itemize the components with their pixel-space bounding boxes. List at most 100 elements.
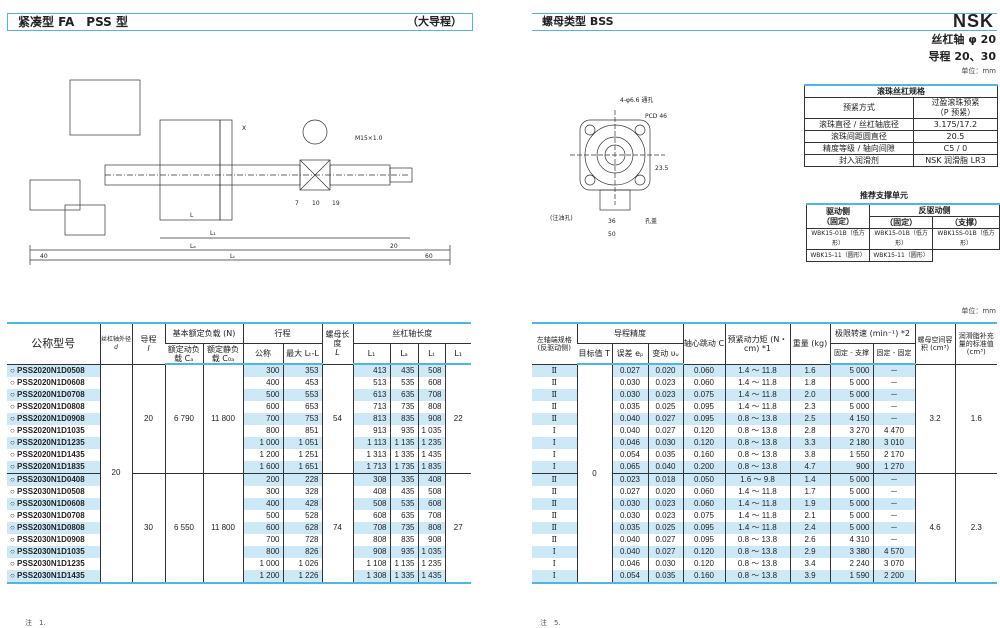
spec-row: 预紧方式过盈滚珠预紧 （P 预紧）	[804, 97, 999, 119]
stroke-max: 753	[282, 413, 322, 425]
runout: 0.050	[682, 473, 725, 486]
runout: 0.095	[682, 401, 725, 413]
preload-torque: 1.4 ～ 11.8	[724, 389, 790, 401]
length-la: 535	[389, 498, 418, 510]
length-lb: 1 835	[417, 461, 445, 474]
spec-label: 封入润滑剂	[804, 154, 914, 167]
spec-value: 3.175/17.2	[912, 118, 999, 131]
stroke-nominal: 1 200	[242, 449, 283, 461]
stroke-nominal: 500	[242, 389, 283, 401]
runout: 0.075	[682, 389, 725, 401]
speed-fixed-support: 2 180	[829, 437, 873, 449]
speed-fixed-fixed: 1 270	[872, 461, 915, 474]
speed-fixed-fixed: －	[872, 413, 915, 425]
support-unit-cell: WBK15-01B（低方形）	[869, 228, 934, 250]
left-shaft-spec: Ⅱ	[551, 535, 557, 544]
left-shaft-spec: Ⅱ	[551, 378, 557, 387]
col-nut-label: 螺母长度	[325, 330, 350, 349]
stroke-max: 628	[282, 522, 322, 534]
length-la: 1 335	[389, 570, 418, 583]
left-shaft-spec: Ⅰ	[532, 570, 577, 583]
nut-type-title-bar: 螺母类型 BSS	[532, 13, 997, 31]
speed-fixed-fixed: －	[872, 389, 915, 401]
shaft-diameter: 丝杠轴 φ 20	[931, 33, 996, 46]
length-l1: 708	[352, 522, 390, 534]
drive-side: 驱动侧（固定）	[805, 203, 871, 229]
lead-variation: 0.023	[647, 389, 683, 401]
runout: 0.120	[682, 437, 725, 449]
col-err: 误差 eₚ	[611, 343, 648, 365]
speed-fixed-support: 900	[829, 461, 873, 474]
runout: 0.060	[682, 498, 725, 510]
length-la: 435	[389, 364, 418, 377]
col-target: 目标值 T	[577, 343, 612, 365]
stroke-nominal: 800	[242, 546, 283, 558]
model-number: ○ PSS2030N1D0908	[10, 535, 85, 544]
length-lb: 908	[417, 413, 445, 425]
stroke-max: 553	[282, 389, 322, 401]
lead-error: 0.065	[611, 461, 648, 474]
col-speed: 极限转速 (min⁻¹) *2	[829, 323, 915, 344]
length-lb: 908	[417, 534, 445, 546]
length-lb: 1 235	[417, 437, 445, 449]
preload-torque: 0.8 ～ 13.8	[724, 425, 790, 437]
model-number: ○ PSS2020N1D0808	[10, 402, 85, 411]
left-shaft-spec: Ⅱ	[532, 473, 577, 486]
stroke-max: 1 051	[282, 437, 322, 449]
col-ca: 额定动负载 Cₐ	[165, 343, 203, 365]
nut-type-title: 螺母类型 BSS	[542, 15, 614, 28]
preload-torque: 1.4 ～ 11.8	[724, 486, 790, 498]
lead-variation: 0.040	[647, 461, 683, 474]
speed-fixed-fixed: －	[872, 498, 915, 510]
stroke-nominal: 600	[242, 522, 283, 534]
weight: 3.8	[789, 449, 830, 461]
weight: 2.0	[789, 389, 830, 401]
lead-variation: 0.030	[647, 558, 683, 570]
stroke-max: 353	[282, 364, 322, 377]
length-lb: 508	[417, 486, 445, 498]
unit-label-2: 单位：mm	[961, 307, 996, 315]
preload-torque: 0.8 ～ 13.8	[724, 437, 790, 449]
lead-error: 0.040	[611, 425, 648, 437]
model-number: ○ PSS2030N1D1235	[10, 559, 85, 568]
dynamic-load-cell: 6 550	[164, 473, 203, 583]
speed-fixed-support: 3 270	[829, 425, 873, 437]
preload-torque: 1.4 ～ 11.8	[724, 401, 790, 413]
speed-fixed-fixed: －	[872, 522, 915, 534]
left-shaft-spec: Ⅱ	[532, 389, 577, 401]
runout: 0.120	[682, 558, 725, 570]
runout: 0.060	[682, 486, 725, 498]
stroke-nominal: 300	[242, 486, 283, 498]
left-shaft-spec: Ⅱ	[532, 413, 577, 425]
length-l1: 308	[352, 473, 390, 486]
drive-side-label: 驱动侧	[826, 206, 851, 216]
speed-fixed-support: 5 000	[829, 389, 873, 401]
stroke-nominal: 400	[242, 498, 283, 510]
oil-hole-label: (注油孔)	[550, 214, 573, 222]
speed-fixed-support: 5 000	[829, 486, 873, 498]
runout: 0.075	[682, 510, 725, 522]
weight: 1.7	[789, 486, 830, 498]
support-unit-cell: WBK15-11（圆形）	[805, 249, 871, 262]
stroke-nominal: 200	[242, 473, 283, 486]
stroke-nominal: 500	[242, 510, 283, 522]
preload-torque: 0.8 ～ 13.8	[724, 534, 790, 546]
anti-support: （支撑）	[932, 216, 1000, 229]
section-mark: X	[242, 125, 246, 132]
model-number: ○ PSS2020N1D1435	[10, 450, 85, 459]
col-nut-symbol: L	[335, 348, 340, 358]
dim-lt: Lₜ	[230, 253, 235, 260]
weight: 2.6	[789, 534, 830, 546]
lead-values: 导程 20、30	[928, 50, 996, 63]
dim-40: 40	[40, 253, 48, 260]
shaft-diameter-cell: 20	[99, 364, 132, 583]
length-la: 635	[389, 510, 418, 522]
